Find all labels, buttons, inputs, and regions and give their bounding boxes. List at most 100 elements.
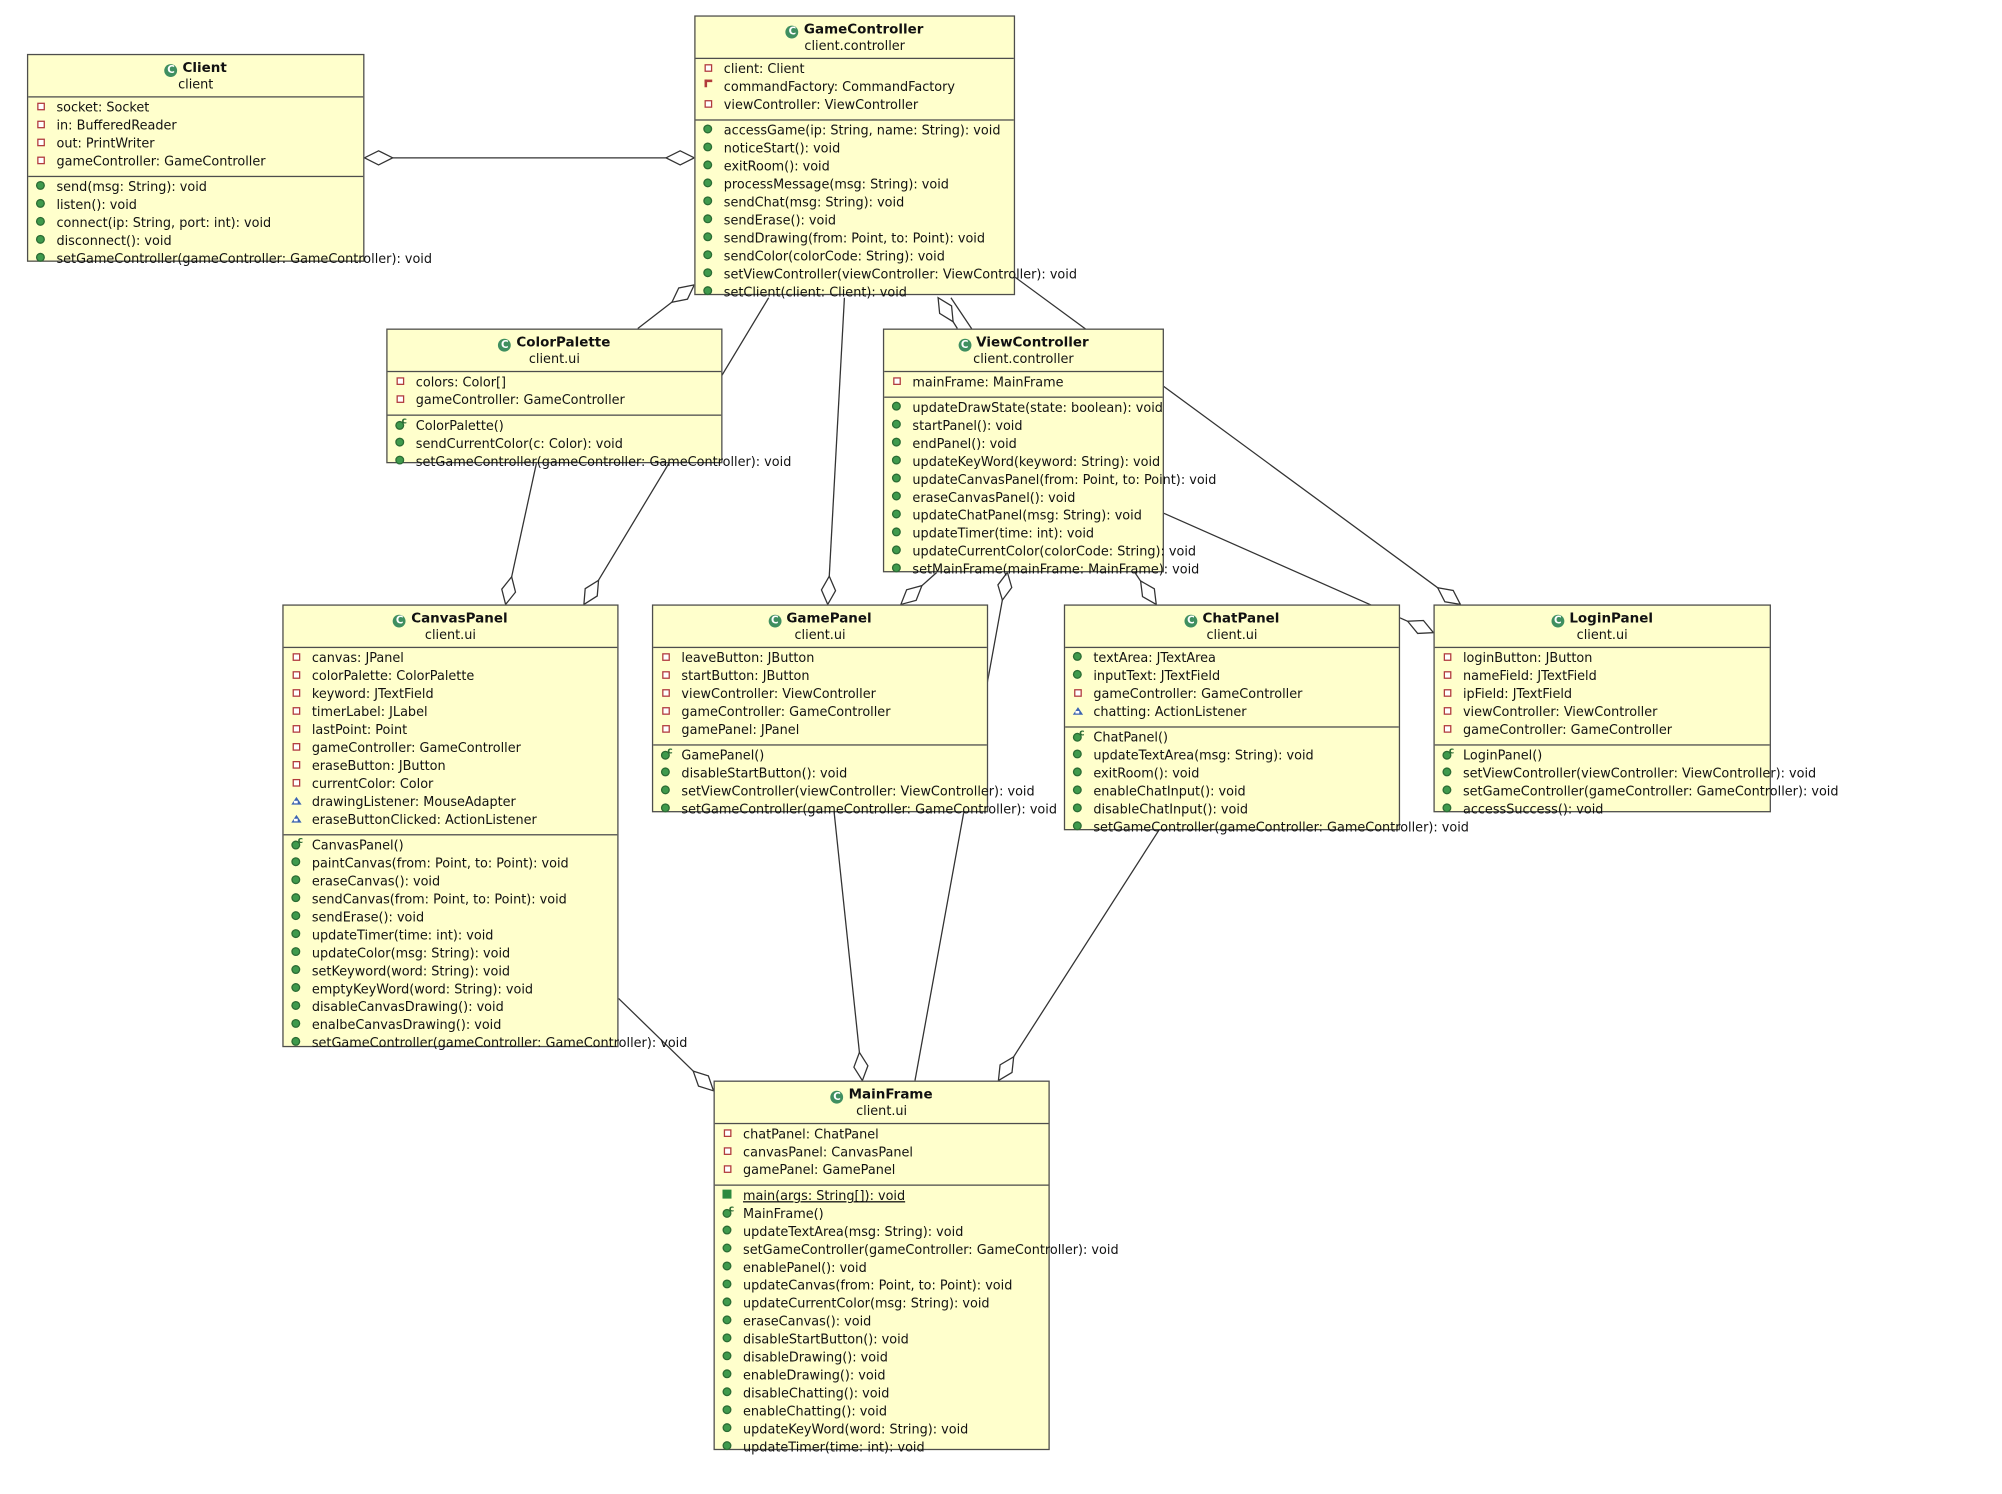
operation-row[interactable]: send(msg: String): void bbox=[28, 180, 363, 198]
attribute-row[interactable]: eraseButton: JButton bbox=[284, 758, 618, 776]
operation-row[interactable]: setClient(client: Client): void bbox=[696, 285, 1014, 303]
operation-row[interactable]: enableChatting(): void bbox=[715, 1404, 1049, 1422]
operation-row[interactable]: updateTimer(time: int): void bbox=[884, 526, 1162, 544]
attribute-row[interactable]: colorPalette: ColorPalette bbox=[284, 669, 618, 687]
attribute-row[interactable]: textArea: JTextArea bbox=[1065, 651, 1399, 669]
attribute-row[interactable]: commandFactory: CommandFactory bbox=[696, 79, 1014, 98]
operation-row[interactable]: exitRoom(): void bbox=[696, 159, 1014, 177]
operation-row[interactable]: exitRoom(): void bbox=[1065, 766, 1399, 784]
operation-row[interactable]: disableCanvasDrawing(): void bbox=[284, 1000, 618, 1018]
attribute-row[interactable]: viewController: ViewController bbox=[696, 98, 1014, 116]
attribute-row[interactable]: loginButton: JButton bbox=[1435, 651, 1770, 669]
attribute-row[interactable]: mainFrame: MainFrame bbox=[884, 375, 1162, 393]
operation-row[interactable]: updateChatPanel(msg: String): void bbox=[884, 508, 1162, 526]
attribute-row[interactable]: client: Client bbox=[696, 62, 1014, 80]
attribute-row[interactable]: gameController: GameController bbox=[388, 393, 722, 411]
operation-row[interactable]: updateDrawState(state: boolean): void bbox=[884, 400, 1163, 418]
attribute-row[interactable]: keyword: JTextField bbox=[284, 687, 618, 705]
operation-row[interactable]: updateCurrentColor(msg: String): void bbox=[715, 1296, 1049, 1314]
attribute-row[interactable]: eraseButtonClicked: ActionListener bbox=[284, 812, 618, 830]
attribute-row[interactable]: chatPanel: ChatPanel bbox=[715, 1127, 1049, 1145]
operation-row[interactable]: disableDrawing(): void bbox=[715, 1350, 1049, 1368]
operation-row[interactable]: connect(ip: String, port: int): void bbox=[28, 216, 363, 234]
operation-row[interactable]: accessGame(ip: String, name: String): vo… bbox=[696, 123, 1014, 141]
association-line-gamepanel-to-mainframe[interactable] bbox=[833, 812, 864, 1081]
attribute-row[interactable]: chatting: ActionListener bbox=[1065, 705, 1399, 723]
attribute-row[interactable]: drawingListener: MouseAdapter bbox=[284, 794, 618, 812]
operation-row[interactable]: disableStartButton(): void bbox=[715, 1332, 1049, 1350]
operation-row[interactable]: paintCanvas(from: Point, to: Point): voi… bbox=[284, 856, 618, 874]
operation-row[interactable]: setViewController(viewController: ViewCo… bbox=[1435, 766, 1816, 784]
operation-row[interactable]: updateTextArea(msg: String): void bbox=[1065, 748, 1399, 766]
attribute-row[interactable]: currentColor: Color bbox=[284, 776, 618, 794]
operation-row[interactable]: ChatPanel() bbox=[1065, 724, 1399, 748]
attribute-row[interactable]: in: BufferedReader bbox=[28, 118, 363, 136]
attribute-row[interactable]: gameController: GameController bbox=[1435, 722, 1770, 740]
operation-row[interactable]: sendCanvas(from: Point, to: Point): void bbox=[284, 892, 618, 910]
association-line-gamecontroller-to-gamepanel[interactable] bbox=[827, 297, 846, 605]
operation-row[interactable]: updateKeyWord(word: String): void bbox=[715, 1422, 1049, 1440]
attribute-row[interactable]: gameController: GameController bbox=[284, 740, 618, 758]
operation-row[interactable]: accessSuccess(): void bbox=[1435, 802, 1770, 820]
operation-row[interactable]: sendDrawing(from: Point, to: Point): voi… bbox=[696, 231, 1014, 249]
operation-row[interactable]: updateTimer(time: int): void bbox=[715, 1440, 1049, 1458]
attribute-row[interactable]: startButton: JButton bbox=[653, 669, 987, 687]
operation-row[interactable]: LoginPanel() bbox=[1435, 742, 1770, 766]
attribute-row[interactable]: socket: Socket bbox=[28, 100, 363, 118]
attribute-row[interactable]: timerLabel: JLabel bbox=[284, 705, 618, 723]
operation-row[interactable]: endPanel(): void bbox=[884, 436, 1162, 454]
operation-row[interactable]: sendColor(colorCode: String): void bbox=[696, 249, 1014, 267]
operation-row[interactable]: GamePanel() bbox=[653, 742, 987, 766]
operation-row[interactable]: eraseCanvas(): void bbox=[715, 1314, 1049, 1332]
operation-row[interactable]: disableStartButton(): void bbox=[653, 766, 987, 784]
operation-row[interactable]: listen(): void bbox=[28, 198, 363, 216]
operation-row[interactable]: disableChatInput(): void bbox=[1065, 802, 1399, 820]
operation-row[interactable]: sendCurrentColor(c: Color): void bbox=[388, 436, 722, 454]
association-line-viewcontroller-to-mainframe[interactable] bbox=[914, 572, 1009, 1081]
attribute-row[interactable]: out: PrintWriter bbox=[28, 136, 363, 154]
association-line-chatpanel-to-mainframe[interactable] bbox=[997, 829, 1160, 1081]
operation-row[interactable]: enableChatInput(): void bbox=[1065, 784, 1399, 802]
attribute-row[interactable]: nameField: JTextField bbox=[1435, 669, 1770, 687]
operation-row[interactable]: main(args: String[]): void bbox=[715, 1188, 1049, 1206]
operation-row[interactable]: setGameController(gameController: GameCo… bbox=[1435, 784, 1839, 802]
operation-row[interactable]: updateCanvas(from: Point, to: Point): vo… bbox=[715, 1278, 1049, 1296]
operation-row[interactable]: CanvasPanel() bbox=[284, 832, 618, 856]
operation-row[interactable]: MainFrame() bbox=[715, 1200, 1049, 1224]
operation-row[interactable]: setGameController(gameController: GameCo… bbox=[284, 1036, 687, 1054]
operation-row[interactable]: updateTextArea(msg: String): void bbox=[715, 1224, 1049, 1242]
operation-row[interactable]: setGameController(gameController: GameCo… bbox=[388, 454, 791, 472]
attribute-row[interactable]: gamePanel: GamePanel bbox=[715, 1163, 1049, 1181]
operation-row[interactable]: setGameController(gameController: GameCo… bbox=[1065, 820, 1469, 838]
operation-row[interactable]: updateKeyWord(keyword: String): void bbox=[884, 454, 1162, 472]
operation-row[interactable]: ColorPalette() bbox=[388, 412, 722, 436]
operation-row[interactable]: enalbeCanvasDrawing(): void bbox=[284, 1018, 618, 1036]
attribute-row[interactable]: viewController: ViewController bbox=[653, 687, 987, 705]
operation-row[interactable]: updateColor(msg: String): void bbox=[284, 946, 618, 964]
attribute-row[interactable]: colors: Color[] bbox=[388, 375, 722, 393]
operation-row[interactable]: disableChatting(): void bbox=[715, 1386, 1049, 1404]
operation-row[interactable]: enableDrawing(): void bbox=[715, 1368, 1049, 1386]
operation-row[interactable]: emptyKeyWord(word: String): void bbox=[284, 982, 618, 1000]
operation-row[interactable]: processMessage(msg: String): void bbox=[696, 177, 1014, 195]
attribute-row[interactable]: leaveButton: JButton bbox=[653, 651, 987, 669]
attribute-row[interactable]: ipField: JTextField bbox=[1435, 687, 1770, 705]
operation-row[interactable]: sendErase(): void bbox=[696, 213, 1014, 231]
operation-row[interactable]: setGameController(gameController: GameCo… bbox=[28, 252, 432, 270]
operation-row[interactable]: updateCanvasPanel(from: Point, to: Point… bbox=[884, 472, 1216, 490]
operation-row[interactable]: eraseCanvas(): void bbox=[284, 874, 618, 892]
operation-row[interactable]: sendChat(msg: String): void bbox=[696, 195, 1014, 213]
attribute-row[interactable]: canvasPanel: CanvasPanel bbox=[715, 1145, 1049, 1163]
operation-row[interactable]: startPanel(): void bbox=[884, 418, 1162, 436]
operation-row[interactable]: setGameController(gameController: GameCo… bbox=[653, 802, 1057, 820]
operation-row[interactable]: updateTimer(time: int): void bbox=[284, 928, 618, 946]
attribute-row[interactable]: gameController: GameController bbox=[1065, 687, 1399, 705]
operation-row[interactable]: sendErase(): void bbox=[284, 910, 618, 928]
operation-row[interactable]: setViewController(viewController: ViewCo… bbox=[653, 784, 1035, 802]
operation-row[interactable]: disconnect(): void bbox=[28, 234, 363, 252]
